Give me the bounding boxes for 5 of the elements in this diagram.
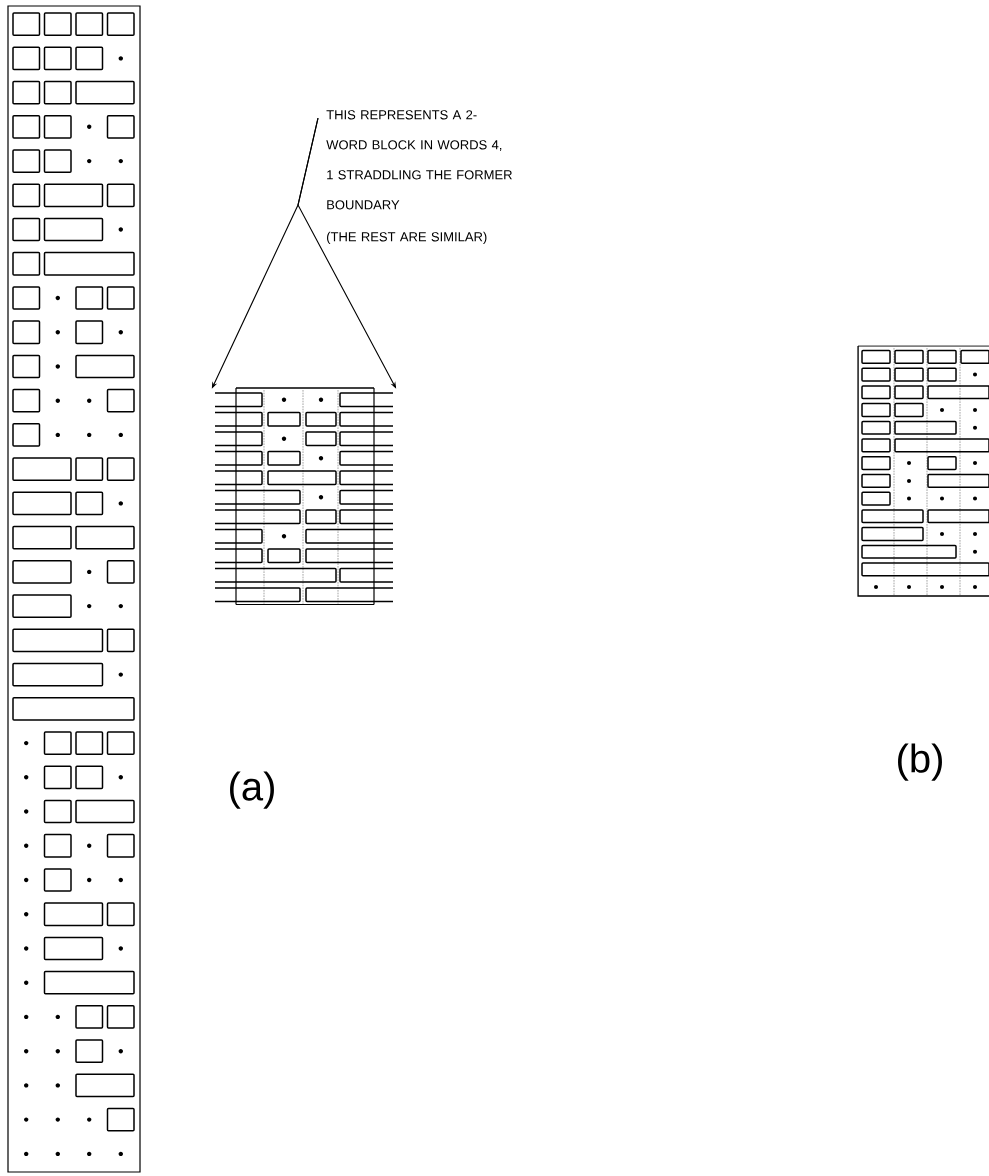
note-text: THIS REPRESENTS A 2-WORD BLOCK IN WORDS 4, 1 STRADDLING THE FORMER BOUNDARY (THE REST ARE SIMILAR) [326, 110, 512, 244]
figure-label: (b) [898, 743, 942, 781]
figure-label: (a) [230, 771, 274, 809]
brick-block [339, 392, 394, 408]
brick-block [214, 392, 263, 408]
